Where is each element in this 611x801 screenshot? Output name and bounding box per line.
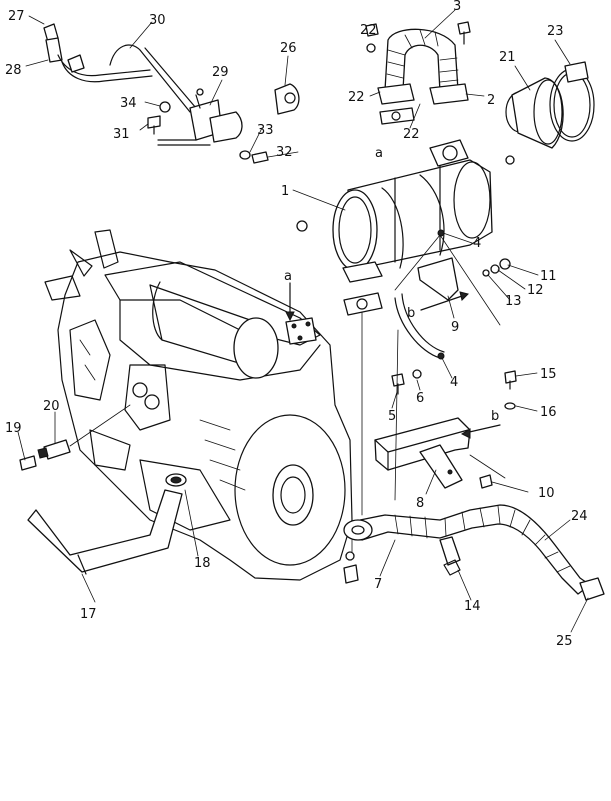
- callout-13: 13: [505, 294, 522, 309]
- callout-9: 9: [451, 320, 459, 335]
- callout-20: 20: [43, 399, 60, 414]
- reference-mark-a-top: a: [375, 146, 383, 161]
- fasteners-right: [394, 229, 511, 326]
- callout-1: 1: [281, 184, 289, 199]
- muffler: [332, 139, 493, 283]
- engine-assembly: [44, 229, 353, 581]
- callout-4-lower: 4: [450, 375, 458, 390]
- callout-34: 34: [120, 96, 137, 111]
- callout-3: 3: [453, 0, 461, 14]
- gasket-flange: [343, 292, 399, 516]
- callout-4-upper: 4: [473, 236, 481, 251]
- callout-33: 33: [257, 123, 274, 138]
- callout-labels: 1 2 3 4 4 5 6 7 8 9 10 11 12 13 14 15 16…: [5, 0, 588, 649]
- callout-5: 5: [388, 409, 396, 424]
- callout-19: 19: [5, 421, 22, 436]
- callout-17: 17: [80, 607, 97, 622]
- outlet-pipe: [377, 28, 469, 125]
- callout-26: 26: [280, 41, 297, 56]
- callout-18: 18: [194, 556, 211, 571]
- clamp: [549, 61, 595, 142]
- callout-27: 27: [8, 9, 25, 24]
- water-hose: [27, 473, 187, 575]
- callout-25: 25: [556, 634, 573, 649]
- callout-22-bottom: 22: [403, 127, 420, 142]
- callout-24: 24: [571, 509, 588, 524]
- callout-7: 7: [374, 577, 382, 592]
- callout-6: 6: [416, 391, 424, 406]
- bolts-right: [504, 370, 517, 410]
- sensor-parts: [19, 404, 131, 471]
- reference-mark-a-engine: a: [284, 269, 292, 284]
- breather-assembly: [43, 23, 300, 164]
- reference-mark-b-bracket: b: [491, 409, 499, 424]
- callout-32: 32: [276, 145, 293, 160]
- callout-8: 8: [416, 496, 424, 511]
- callout-11: 11: [540, 269, 557, 284]
- callout-15: 15: [540, 367, 557, 382]
- callout-2: 2: [487, 93, 495, 108]
- callout-12: 12: [527, 283, 544, 298]
- fasteners-top: [296, 21, 515, 232]
- callout-16: 16: [540, 405, 557, 420]
- reference-mark-b-band: b: [407, 306, 415, 321]
- mount-band: [394, 257, 459, 360]
- callout-31: 31: [113, 127, 130, 142]
- callout-23: 23: [547, 24, 564, 39]
- callout-29: 29: [212, 65, 229, 80]
- leader-lines: [17, 9, 589, 633]
- callout-14: 14: [464, 599, 481, 614]
- callout-10: 10: [538, 486, 555, 501]
- callout-22-left: 22: [348, 90, 365, 105]
- callout-22-top: 22: [360, 23, 377, 38]
- callout-30: 30: [149, 13, 166, 28]
- callout-21: 21: [499, 50, 516, 65]
- callout-28: 28: [5, 63, 22, 78]
- bracket: [374, 417, 506, 489]
- exhaust-pipe: [343, 504, 605, 601]
- bolts-center: [391, 369, 422, 395]
